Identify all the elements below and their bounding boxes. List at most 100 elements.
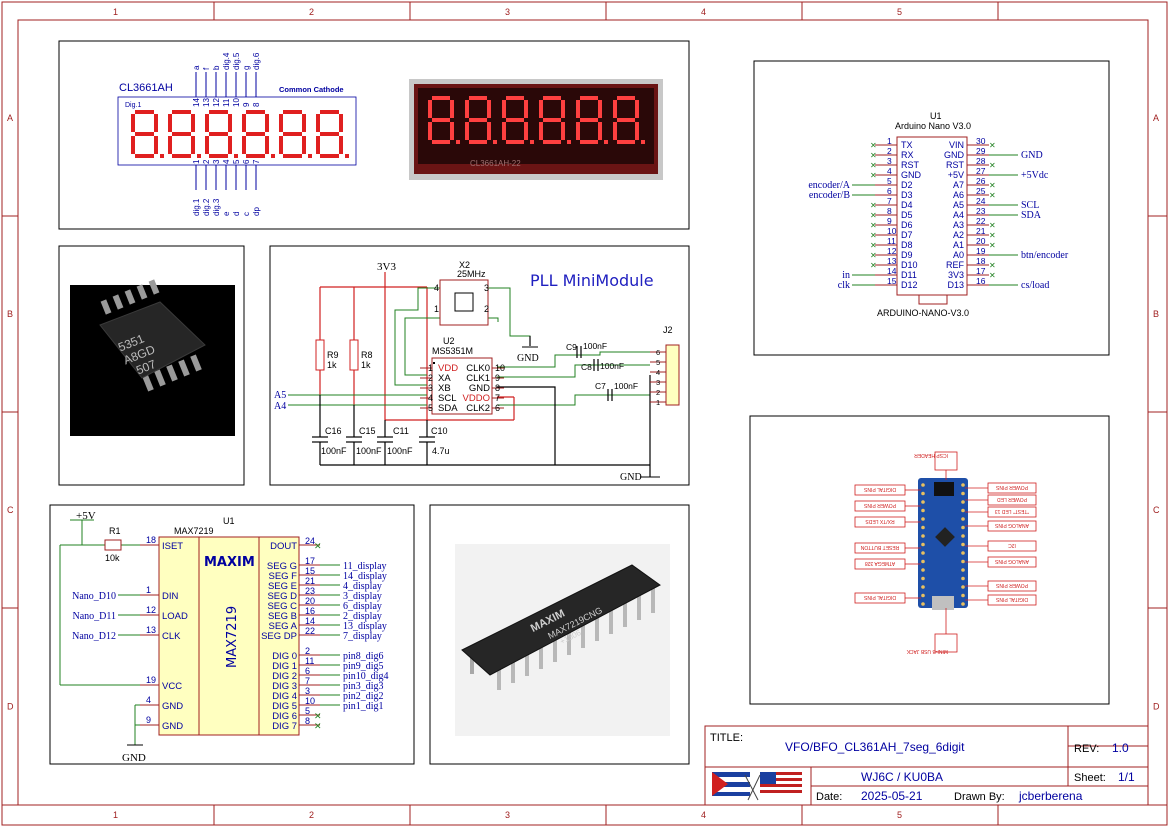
nano-right-pin-num: 23	[976, 206, 986, 216]
nano-right-pin-num: 19	[976, 246, 986, 256]
display-photo: CL3661AH-22	[409, 79, 663, 180]
board-right-label: ANALOG PINS	[994, 558, 1029, 564]
display-outline	[117, 96, 357, 166]
photo-digit	[543, 140, 561, 144]
x2-pin-num: 2	[484, 304, 489, 314]
photo-digit	[635, 100, 639, 118]
c11-ref: C11	[393, 426, 409, 436]
board-pin	[921, 534, 925, 538]
chip-leg	[112, 294, 124, 310]
nano-right-pin-num: 29	[976, 146, 986, 156]
seven-seg-digit	[283, 154, 302, 158]
max-right-net-label: 4_display	[343, 581, 382, 592]
max-right-pin-num: 16	[305, 606, 315, 616]
seven-seg-digit	[191, 114, 195, 132]
c8-ref: C8	[581, 362, 592, 372]
seven-seg-digit	[209, 154, 228, 158]
c16-value: 100nF	[321, 446, 347, 456]
board-pin	[921, 525, 925, 530]
no-connect-mark: ✕	[314, 722, 322, 732]
max-right-pin-name: DIG 3	[272, 681, 297, 692]
nano-left-pin-name: D5	[901, 210, 913, 220]
j2-pin-num: 4	[656, 368, 660, 377]
max-right-net-label: pin1_dig1	[343, 701, 384, 712]
nano-right-pin-num: 28	[976, 156, 986, 166]
u2-left-pin-name: SCL	[438, 393, 456, 404]
r1-value: 10k	[105, 553, 120, 563]
nano-right-pin-num: 24	[976, 196, 986, 206]
seven-seg-digit	[283, 110, 302, 114]
max-right-net-label: pin2_dig2	[343, 691, 384, 702]
board-pin	[961, 542, 965, 547]
display-bottom-pin-num: 1	[192, 159, 201, 164]
photo-digit	[456, 140, 460, 144]
board-pin	[921, 559, 925, 564]
display-top-pin-seg: dig.6	[252, 52, 261, 70]
seven-seg-digit	[320, 132, 339, 136]
max-right-pin-name: SEG C	[267, 601, 297, 612]
display-bottom-pin-seg: c	[242, 212, 251, 216]
nano-ref: U1	[930, 111, 942, 121]
zone-row-left: C	[7, 505, 14, 515]
photo-digit	[506, 140, 524, 144]
dip-leg	[497, 660, 501, 690]
max-right-pin-name: DIG 4	[272, 691, 297, 702]
nano-left-pin-num: 7	[887, 196, 892, 206]
c15-ref: C15	[359, 426, 376, 436]
max-part: MAX7219	[174, 526, 214, 536]
max-gnd-label: GND	[122, 752, 146, 764]
photo-digit	[580, 140, 598, 144]
photo-digit	[576, 100, 580, 118]
nano-left-net-label: clk	[838, 280, 850, 291]
nano-right-pin-name: A7	[953, 180, 964, 190]
u2-ref: U2	[443, 336, 455, 346]
j2-pin-num: 5	[656, 358, 660, 367]
zone-row-right: B	[1153, 309, 1159, 319]
nano-left-pin-num: 13	[887, 256, 897, 266]
seven-seg-digit	[154, 114, 158, 132]
no-connect-mark: ✕	[314, 712, 322, 722]
zone-col-bottom: 4	[701, 810, 706, 820]
photo-digit	[524, 122, 528, 140]
c15-value: 100nF	[356, 446, 382, 456]
seven-seg-digit	[265, 114, 269, 132]
board-pin	[921, 500, 925, 504]
r9-value: 1k	[327, 360, 337, 370]
display-top-pin-num: 14	[192, 98, 201, 107]
j2-body	[665, 344, 680, 406]
board-pin	[961, 559, 965, 564]
photo-digit	[487, 122, 491, 140]
nano-right-net-label: btn/encoder	[1021, 250, 1069, 261]
chip-leg	[142, 374, 154, 392]
nano-left-pin-num: 3	[887, 156, 892, 166]
max-right-net-label: pin8_dig6	[343, 651, 384, 662]
max-right-net-label: 14_display	[343, 571, 387, 582]
u2-left-pin-num: 4	[428, 393, 433, 403]
no-connect-mark: ✕	[870, 211, 877, 220]
seven-seg-digit	[283, 132, 302, 136]
no-connect-mark: ✕	[870, 141, 877, 150]
max-left-net-label: Nano_D12	[72, 631, 116, 642]
nano-left-net-label: in	[842, 270, 850, 281]
display-top-pin-num: 10	[232, 98, 241, 107]
title-value: VFO/BFO_CL361AH_7seg_6digit	[785, 740, 965, 754]
seven-seg-digit	[135, 154, 154, 158]
nano-left-pin-num: 12	[887, 246, 897, 256]
dip-leg	[539, 639, 543, 669]
max7219-photo: MAXIM MAX7219CNG +1306	[455, 544, 670, 736]
u2-right-pin-name: GND	[469, 383, 490, 394]
pll-power-wires	[319, 272, 515, 421]
j2-pin-num: 1	[656, 398, 660, 407]
nano-left-pin-name: RX	[901, 150, 914, 160]
nano-right-pin-name: A6	[953, 190, 964, 200]
seven-seg-digit	[339, 136, 343, 154]
chip-leg	[124, 289, 136, 305]
board-left-label: DIGITAL PINS	[863, 594, 896, 600]
c8-value: 100nF	[600, 361, 624, 371]
board-right-label: POWER PINS	[995, 484, 1028, 490]
photo-digit	[561, 100, 565, 118]
board-left-label: POWER PINS	[863, 502, 896, 508]
a5-label: A5	[274, 390, 286, 401]
